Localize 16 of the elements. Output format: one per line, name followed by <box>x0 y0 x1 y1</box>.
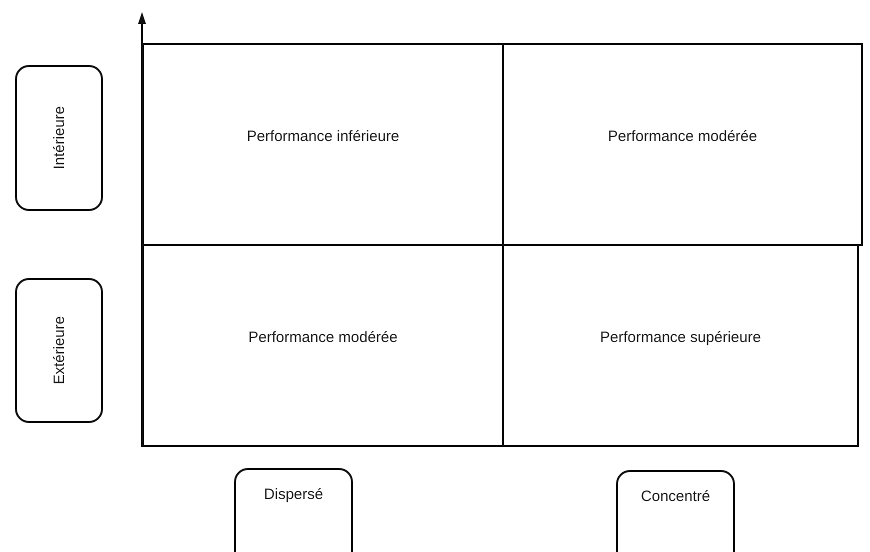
quadrant-box <box>142 244 504 447</box>
quadrant-label: Performance modérée <box>608 128 758 145</box>
quadrant-box <box>502 43 863 246</box>
rounded-box <box>234 468 353 552</box>
quadrant-label: Performance supérieure <box>600 329 761 346</box>
quadrant-box <box>142 43 504 246</box>
quadrant-label: Performance modérée <box>248 329 398 346</box>
axis-label: Dispersé <box>264 486 324 502</box>
rounded-box <box>616 470 735 552</box>
quadrant-label: Performance inférieure <box>246 128 400 145</box>
quadrant-box <box>502 244 859 447</box>
axis-label: Extérieure <box>50 316 68 385</box>
axis-label: Concentré <box>640 488 710 504</box>
rounded-box <box>15 65 103 211</box>
axis-label: Intérieure <box>50 106 68 170</box>
rounded-box <box>15 278 103 423</box>
